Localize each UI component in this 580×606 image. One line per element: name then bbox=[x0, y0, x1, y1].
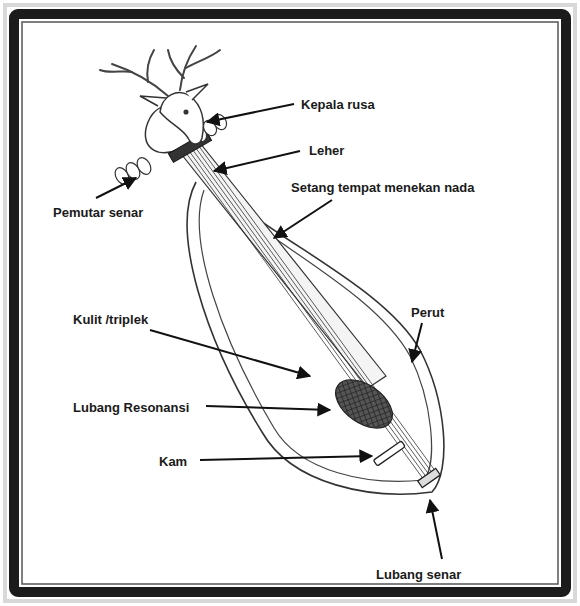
deer-head bbox=[140, 84, 208, 144]
label-holder: Lubang senar bbox=[375, 565, 462, 583]
tuning-pegs bbox=[112, 112, 229, 187]
label-holder: Perut bbox=[410, 303, 445, 321]
body-outline bbox=[187, 182, 444, 494]
label-holder: Lubang Resonansi bbox=[72, 398, 190, 416]
antlers bbox=[100, 46, 220, 96]
part-label: Pemutar senar bbox=[52, 205, 144, 220]
label-holder: Pemutar senar bbox=[52, 203, 144, 221]
part-label: Leher bbox=[308, 143, 345, 158]
leader-lines bbox=[96, 104, 442, 559]
label-holder: Kam bbox=[158, 452, 188, 470]
part-label: Kepala rusa bbox=[300, 97, 376, 112]
resonance-hole bbox=[327, 370, 401, 438]
part-label: Setang tempat menekan nada bbox=[290, 180, 476, 195]
label-holder: Kulit /triplek bbox=[72, 310, 149, 328]
body-inner-outline bbox=[199, 190, 431, 481]
part-label: Lubang Resonansi bbox=[72, 400, 190, 415]
part-label: Kulit /triplek bbox=[72, 312, 149, 327]
part-label: Perut bbox=[410, 305, 445, 320]
bridge bbox=[373, 441, 405, 466]
label-holder: Leher bbox=[308, 141, 345, 159]
label-holder: Kepala rusa bbox=[300, 95, 376, 113]
part-label: Kam bbox=[158, 454, 188, 469]
fingerboard bbox=[178, 138, 386, 388]
part-label: Lubang senar bbox=[375, 567, 462, 582]
string-end bbox=[418, 468, 441, 487]
label-holder: Setang tempat menekan nada bbox=[290, 178, 476, 196]
